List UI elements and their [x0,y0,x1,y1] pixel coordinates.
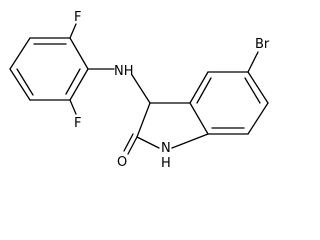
bond-c-br [247,51,259,73]
bond-c2-n1 [136,136,160,149]
bond-c3-c2 [136,102,151,138]
oxygen-label: O [117,155,127,170]
difluorophenyl-ring [9,37,89,101]
bond-ring-a6 [9,68,31,101]
bond-ring-a4 [69,68,89,101]
molecule-canvas: F F NH Br N H O [9,10,270,171]
bromine-label: Br [255,37,270,52]
bond-ring-a3 [69,37,89,70]
chemical-structure-diagram: F F NH Br N H O [9,10,270,171]
fluorine-top-label: F [74,10,81,25]
lactam-hydrogen-label: H [161,156,171,171]
bond-ring-a-double3 [65,68,81,95]
bond-ring-b6 [189,71,209,104]
bond-ring-b-double3 [244,77,261,104]
bond-c-f-top [69,23,77,39]
bond-carbonyl-2 [123,133,134,152]
oxindole-five-ring [136,102,209,149]
fluorine-bottom-label: F [74,116,81,131]
indole-benzene-ring [189,71,269,135]
bond-ring-a-double1 [16,68,34,96]
bond-ring-b4 [247,71,269,104]
amine-label: NH [114,64,134,79]
bond-ring-b1 [189,102,209,135]
bond-n1-c7a [171,133,209,149]
bond-ring-a1 [9,37,31,70]
bond-nh-c3 [131,74,151,104]
bond-ring-b3 [247,102,269,135]
bond-carbonyl-1 [127,136,138,155]
bond-c-f-bottom [69,99,77,115]
lactam-nitrogen-label: N [161,141,171,156]
bond-ring-b-double1 [196,77,212,104]
